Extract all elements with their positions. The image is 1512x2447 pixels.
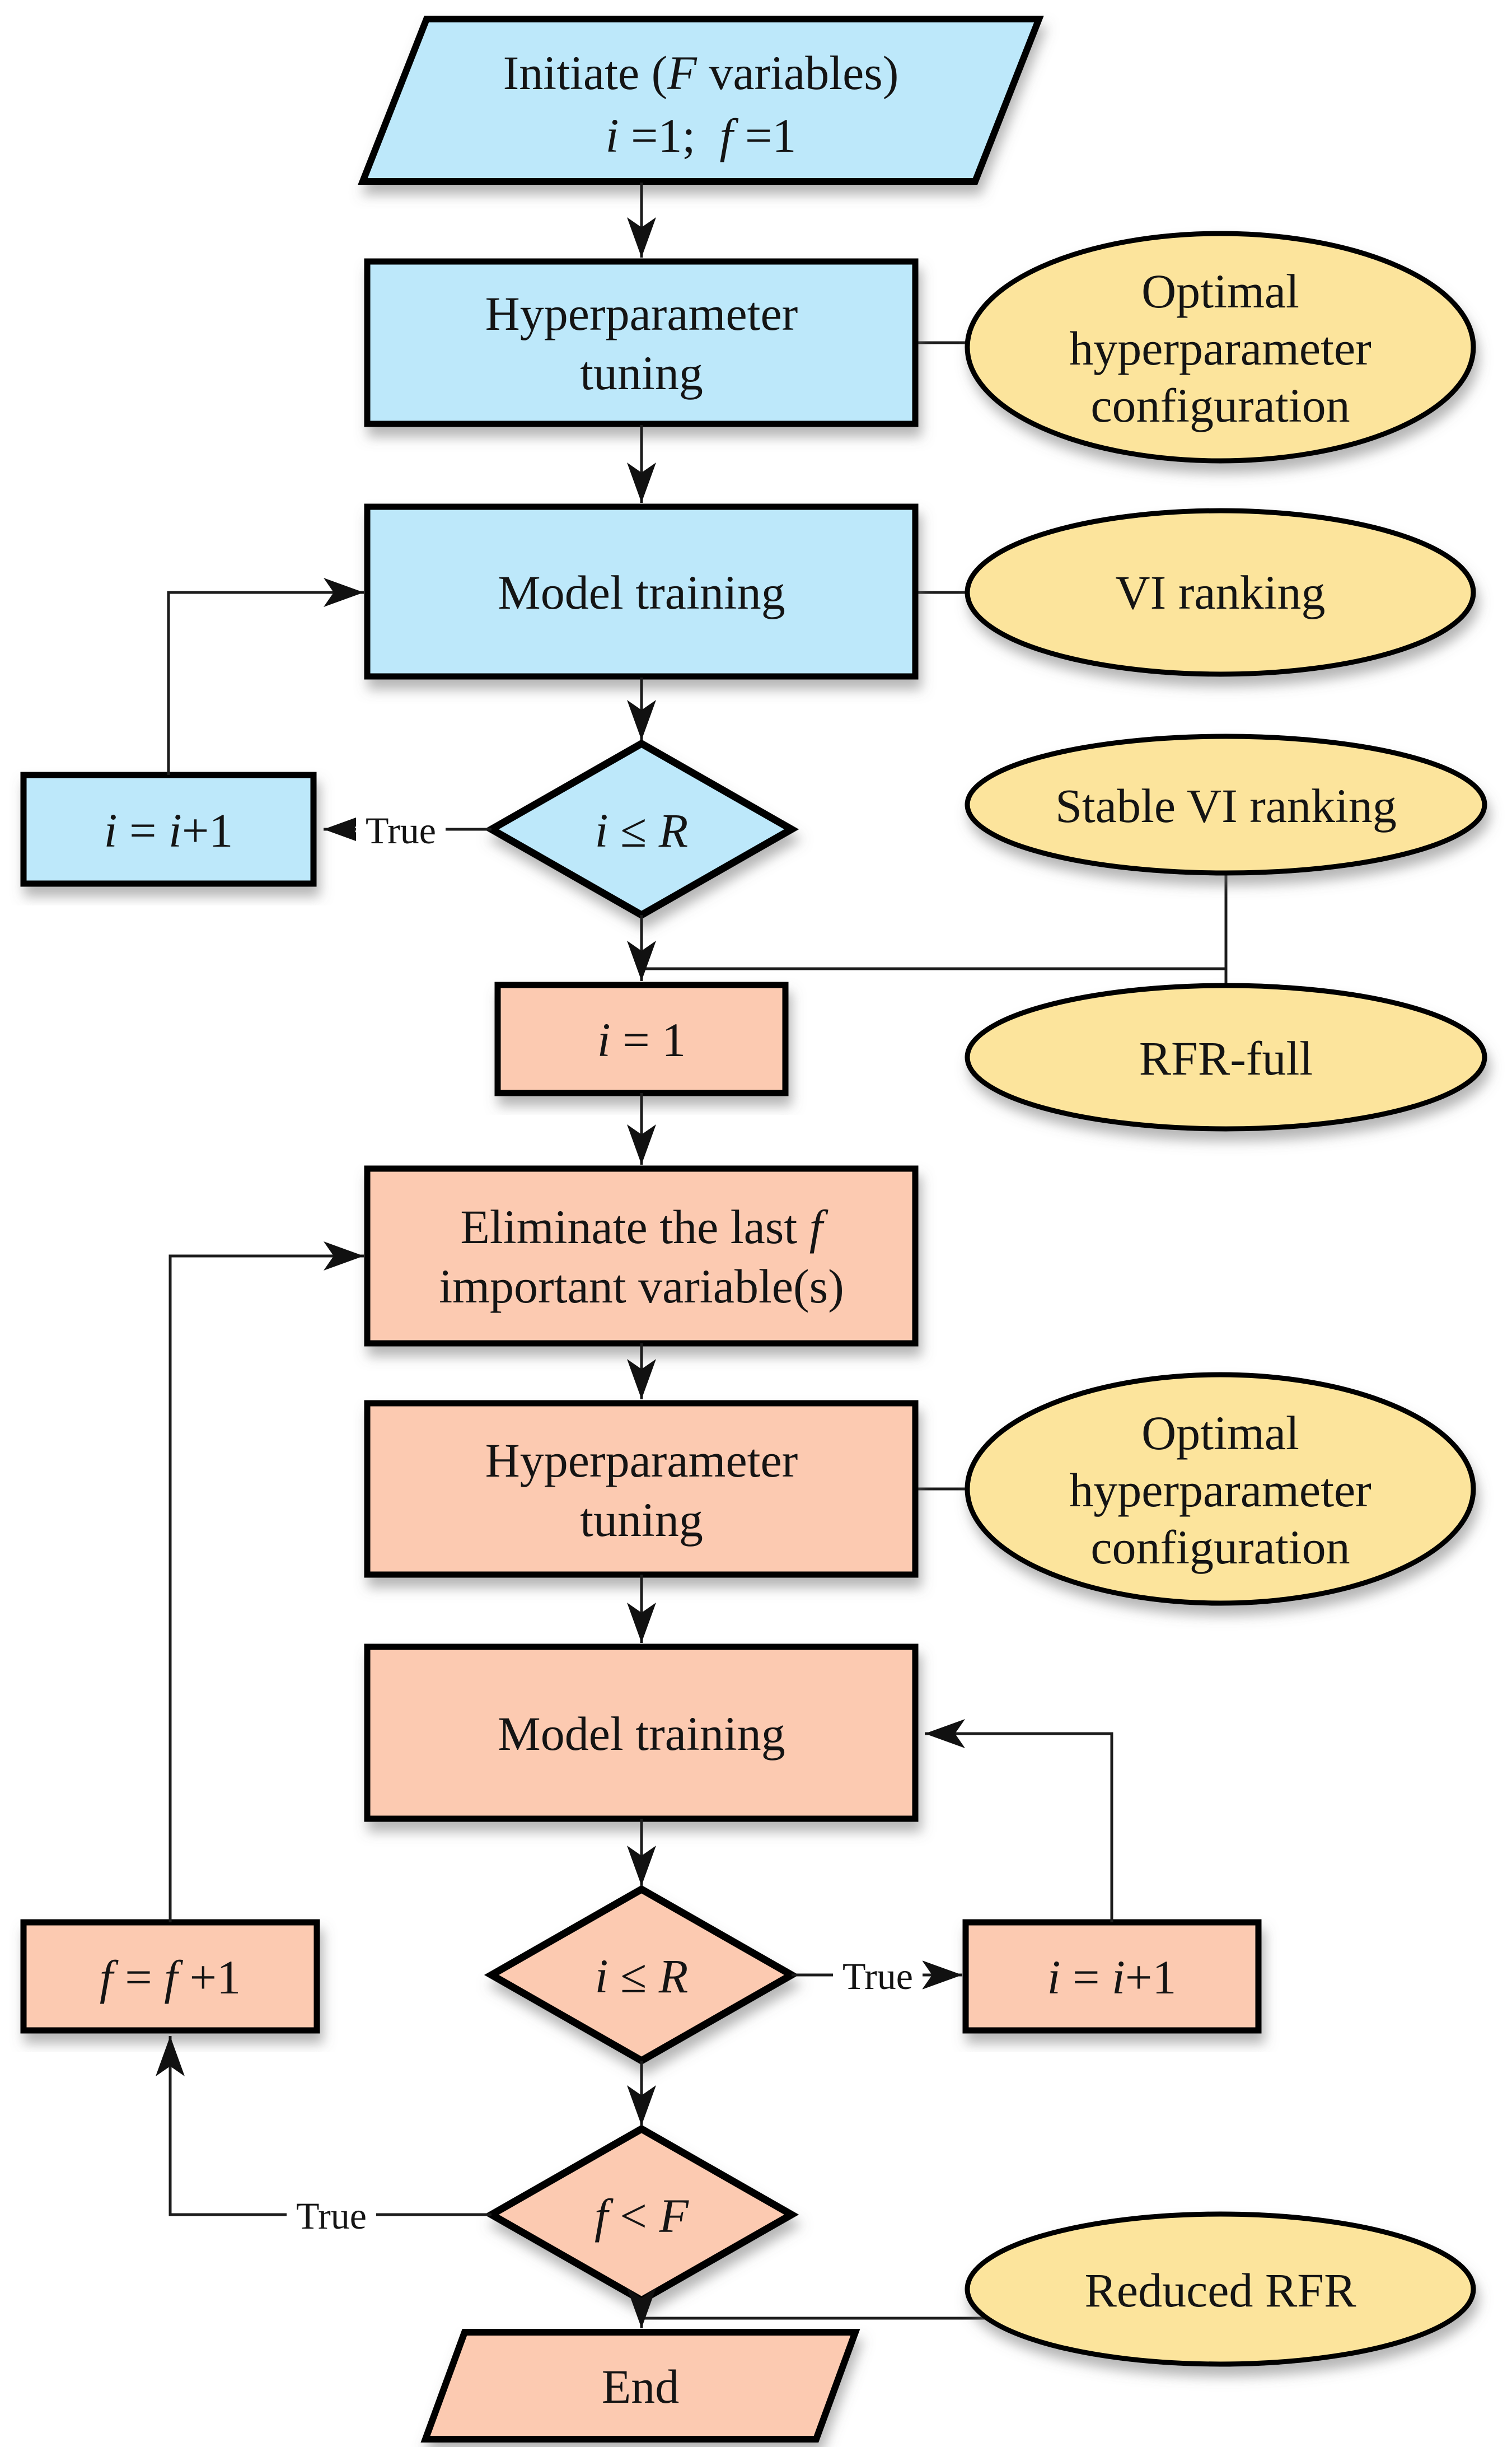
opt2-label-line1: Optimal (1141, 1406, 1299, 1460)
stable-vi-label: Stable VI ranking (1055, 779, 1397, 833)
f-inc-label: f = f +1 (100, 1950, 241, 2004)
opt2-label-line2: hyperparameter (1069, 1463, 1371, 1517)
dec1-label: i ≤ R (595, 804, 689, 857)
stable-vi-ranking-ellipse (965, 734, 1487, 876)
opt1-label-line1: Optimal (1141, 264, 1299, 318)
hyperparameter-tuning-box-1 (364, 258, 919, 427)
hyp1-label-line2: tuning (580, 346, 703, 400)
rfr-full-label: RFR-full (1139, 1031, 1313, 1085)
opt1-label-line3: configuration (1090, 379, 1350, 432)
true-label-1: True (366, 809, 436, 852)
arrow-inc1-train1-loop (167, 578, 364, 775)
elim-label-line1: Eliminate the last f (460, 1200, 828, 1254)
true-label-2: True (842, 1955, 913, 1997)
true-label-gap-2 (833, 1951, 923, 1998)
reduced-rfr-label: Reduced RFR (1085, 2263, 1357, 2317)
true-label-3: True (296, 2194, 367, 2237)
callout-connectors (642, 341, 1228, 2320)
initiate-parallelogram (358, 16, 1044, 185)
opt1-label-line2: hyperparameter (1069, 321, 1371, 375)
initiate-label-line2: i =1; f =1 (606, 109, 797, 162)
flowchart-shapes (20, 16, 1487, 2443)
opt2-label-line3: configuration (1090, 1520, 1350, 1574)
arrow-finc-elim-loop (168, 1241, 364, 1922)
eliminate-variables-box (364, 1165, 919, 1347)
hyp2-label-line1: Hyperparameter (485, 1433, 798, 1487)
inc1-label: i = i+1 (104, 804, 233, 857)
optimal-config-ellipse-1 (965, 231, 1476, 464)
f-increment-box (20, 1919, 320, 2034)
dec3-label: f < F (594, 2189, 689, 2243)
hyp2-label-line2: tuning (580, 1493, 703, 1547)
vi-ranking-label: VI ranking (1116, 566, 1326, 619)
end-label: End (602, 2360, 680, 2413)
true-label-gap-3 (287, 2191, 376, 2238)
train1-label: Model training (498, 566, 785, 619)
true-label-gap-1 (356, 806, 446, 853)
initiate-label-line1: Initiate (F variables) (503, 46, 899, 100)
dec2-label: i ≤ R (595, 1949, 689, 2003)
hyp1-label-line1: Hyperparameter (485, 287, 798, 340)
reduced-rfr-ellipse (965, 2211, 1476, 2367)
hyperparameter-tuning-box-2 (364, 1400, 919, 1578)
i-increment-box-1 (20, 772, 317, 887)
inc2-label: i = i+1 (1047, 1950, 1177, 2004)
elim-label-line2: important variable(s) (439, 1259, 844, 1313)
train2-label: Model training (498, 1707, 785, 1760)
model-training-box-1 (364, 503, 919, 680)
arrow-inc2-train2-loop (925, 1719, 1113, 1922)
model-training-box-2 (364, 1643, 919, 1822)
rfr-full-ellipse (965, 983, 1487, 1132)
flow-arrows (156, 183, 1113, 2328)
optimal-config-ellipse-2 (965, 1372, 1476, 1606)
arrow-dec3-finc-true (156, 2036, 491, 2216)
i-reset-box (494, 982, 789, 1096)
vi-ranking-ellipse (965, 508, 1476, 677)
i-reset-label: i = 1 (597, 1013, 686, 1067)
end-parallelogram (420, 2329, 860, 2443)
